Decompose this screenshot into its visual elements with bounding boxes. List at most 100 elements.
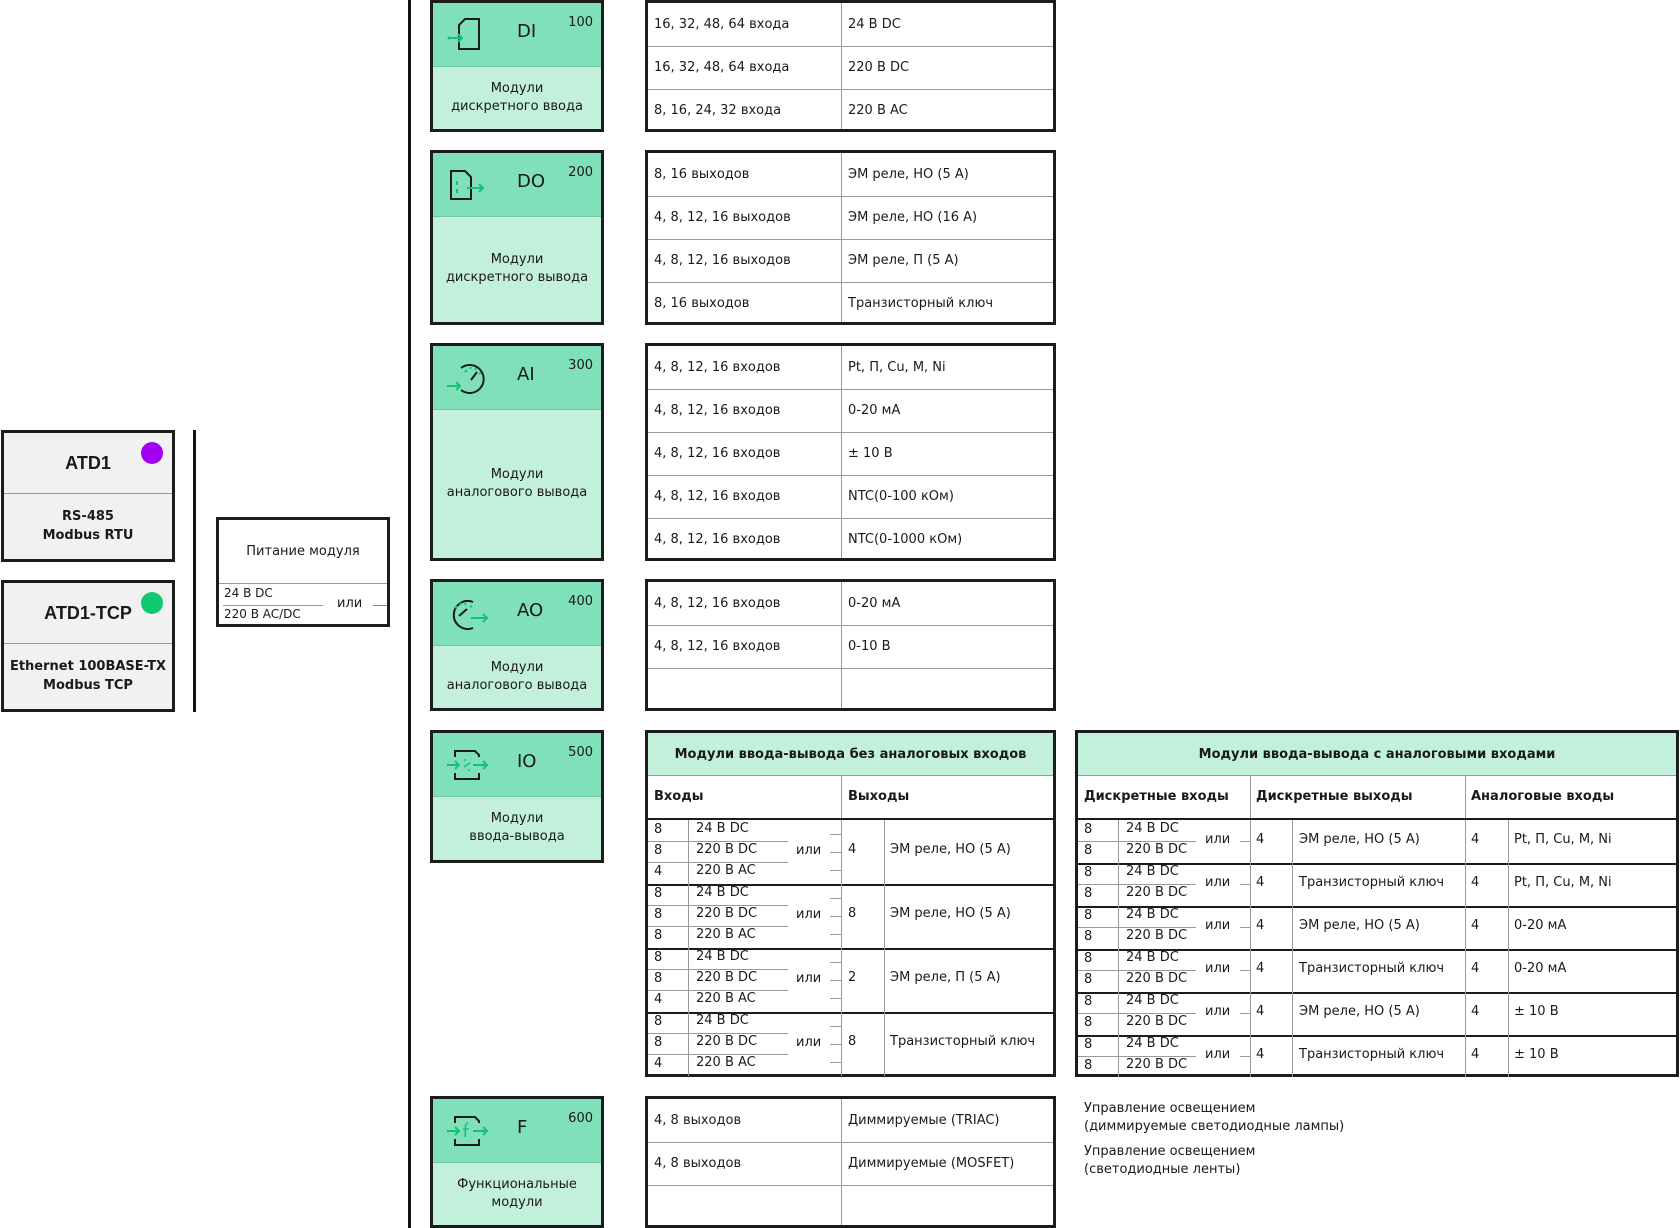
do-count: 4 <box>1256 1047 1265 1062</box>
do-count: 4 <box>1256 918 1265 933</box>
column-separator <box>841 820 842 884</box>
column-separator <box>1118 906 1119 949</box>
column-separator <box>1508 1035 1509 1077</box>
column-separator <box>1465 1035 1466 1077</box>
or-tick <box>830 852 841 853</box>
or-tick <box>830 1044 841 1045</box>
analog-output-icon <box>452 600 489 630</box>
interface-line: RS-485 <box>62 509 114 524</box>
column-separator <box>1118 863 1119 906</box>
io-group: 8 24 В DC 8 220 В DC 8 220 В AC или 8 ЭМ… <box>648 884 1053 950</box>
io-group: 8 24 В DC 8 220 В DC или 4 Транзисторный… <box>1078 863 1676 908</box>
input-type: 220 В DC <box>1126 928 1188 943</box>
input-type: 24 В DC <box>1126 1036 1179 1051</box>
power-divider <box>223 605 323 606</box>
input-count: 8 <box>654 971 663 986</box>
interface-line: Ethernet 100BASE-TX <box>9 659 167 674</box>
or-tick <box>1240 884 1250 885</box>
power-or-label: или <box>337 596 363 611</box>
power-option-24v: 24 В DC <box>224 586 273 600</box>
io-group: 8 24 В DC 8 220 В DC 4 220 В AC или 8 Тр… <box>648 1012 1053 1076</box>
description-line: дискретного вывода <box>445 270 589 285</box>
table-cell: 16, 32, 48, 64 входа <box>654 60 790 75</box>
input-type: 24 В DC <box>696 1013 749 1028</box>
table-cell: 16, 32, 48, 64 входа <box>654 17 790 32</box>
category-io[interactable]: IO 500 Модули ввода-вывода <box>430 730 604 863</box>
table-cell: 4, 8, 12, 16 входов <box>654 489 781 504</box>
or-tick <box>1240 1056 1250 1057</box>
category-header: AO 400 <box>433 582 601 646</box>
controller-atd1[interactable]: ATD1 RS-485 Modbus RTU <box>1 430 175 562</box>
category-description: Модули аналогового вывода <box>433 409 601 558</box>
input-type: 220 В DC <box>1126 1014 1188 1029</box>
column-separator <box>841 582 842 708</box>
description-line: модули <box>491 1194 543 1210</box>
input-type: 24 В DC <box>1126 864 1179 879</box>
column-separator <box>1118 949 1119 992</box>
table-cell: 4, 8, 12, 16 входов <box>654 403 781 418</box>
input-count: 4 <box>654 992 663 1007</box>
column-separator <box>841 153 842 322</box>
input-type: 220 В DC <box>1126 842 1188 857</box>
controller-atd1-tcp[interactable]: ATD1-TCP Ethernet 100BASE-TX Modbus TCP <box>1 580 175 712</box>
or-tick <box>830 870 841 871</box>
description-line: Модули <box>490 811 544 826</box>
category-ai[interactable]: AI 300 Модули аналогового вывода <box>430 343 604 561</box>
or-tick <box>830 1062 841 1063</box>
output-type: ЭМ реле, НО (5 А) <box>890 842 1011 857</box>
io-group: 8 24 В DC 8 220 В DC или 4 Транзисторный… <box>1078 949 1676 994</box>
input-type: 24 В DC <box>1126 950 1179 965</box>
power-option-220v: 220 В AC/DC <box>224 607 301 621</box>
do-type: ЭМ реле, НО (5 А) <box>1299 918 1420 933</box>
column-separator <box>1250 906 1251 949</box>
table-cell: Диммируемые (TRIAC) <box>848 1113 1000 1128</box>
category-f[interactable]: F 600 Функциональные модули <box>430 1096 604 1228</box>
output-type: ЭМ реле, П (5 А) <box>890 970 1001 985</box>
category-description: Модули дискретного вывода <box>433 216 601 322</box>
status-dot <box>141 592 163 614</box>
table-cell: ЭМ реле, П (5 А) <box>848 253 959 268</box>
ai-type: Pt, П, Cu, M, Ni <box>1514 832 1612 847</box>
category-di[interactable]: DI 100 Модули дискретного ввода <box>430 0 604 132</box>
or-label: или <box>796 1035 822 1050</box>
table-cell: ЭМ реле, НО (5 А) <box>848 167 969 182</box>
input-count: 8 <box>654 950 663 965</box>
power-box: Питание модуля 24 В DC 220 В AC/DC или <box>216 517 390 627</box>
category-code: DO <box>517 171 546 192</box>
column-separator <box>1250 863 1251 906</box>
column-separator <box>841 1099 842 1225</box>
input-type: 24 В DC <box>696 821 749 836</box>
column-separator <box>1508 992 1509 1035</box>
category-code: AO <box>517 600 544 621</box>
input-count: 8 <box>654 928 663 943</box>
io-table-subheader: Входы Выходы <box>648 775 1053 820</box>
row-divider <box>648 1033 788 1034</box>
input-count: 8 <box>654 1035 663 1050</box>
note-line: (светодиодные ленты) <box>1084 1162 1241 1177</box>
description-line: Модули <box>490 466 544 482</box>
input-type: 220 В DC <box>1126 885 1188 900</box>
column-separator <box>884 884 885 948</box>
or-tick <box>830 916 841 917</box>
category-do[interactable]: DO 200 Модули дискретного вывода <box>430 150 604 325</box>
row-divider <box>648 841 788 842</box>
do-type: Транзисторный ключ <box>1299 961 1445 976</box>
column-separator <box>884 948 885 1012</box>
column-separator <box>1292 1035 1293 1077</box>
input-type: 220 В AC <box>696 863 756 878</box>
category-ao[interactable]: AO 400 Модули аналогового вывода <box>430 579 604 711</box>
io-table-title: Модули ввода-вывода без аналоговых входо… <box>648 733 1053 776</box>
io-group: 8 24 В DC 8 220 В DC 4 220 В AC или 4 ЭМ… <box>648 820 1053 886</box>
column-separator <box>1292 992 1293 1035</box>
controller-title: ATD1 <box>4 433 172 494</box>
or-tick <box>830 934 841 935</box>
input-count: 8 <box>1084 1015 1093 1030</box>
io-table-subheader: Дискретные входы Дискретные выходы Анало… <box>1078 775 1676 820</box>
input-count: 8 <box>654 886 663 901</box>
or-tick <box>1240 841 1250 842</box>
column-separator <box>1250 820 1251 863</box>
